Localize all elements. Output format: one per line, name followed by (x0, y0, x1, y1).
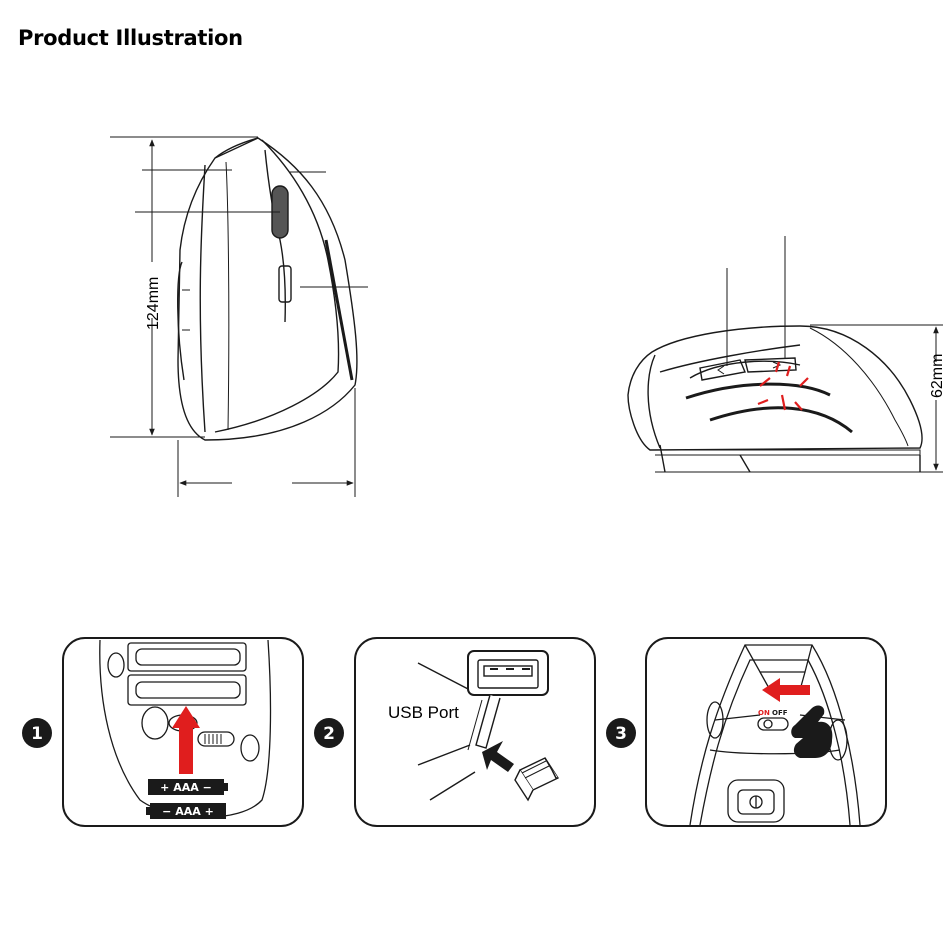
switch-on-label: ON (758, 709, 770, 717)
battery-top-icon: + AAA − (148, 779, 228, 795)
step-1-number: 1 (31, 724, 43, 744)
side-led-indicator (758, 362, 808, 410)
step-3-number-badge: 3 (606, 718, 636, 748)
usb-port-label: USB Port (388, 703, 459, 722)
mouse-side-view (628, 326, 930, 472)
switch-off-label: OFF (772, 709, 788, 717)
step-2-number-badge: 2 (314, 718, 344, 748)
battery-bottom-label: − AAA + (162, 805, 214, 818)
battery-bottom-icon: − AAA + (146, 803, 226, 819)
mouse-top-view (178, 138, 357, 440)
side-height-dimension-label: 62mm (929, 354, 946, 398)
step-3-number: 3 (615, 724, 627, 744)
battery-top-label: + AAA − (160, 781, 212, 794)
step-1-number-badge: 1 (22, 718, 52, 748)
side-view-dimension-lines (727, 236, 943, 472)
step-3-panel (646, 638, 886, 826)
step-2-number: 2 (323, 724, 335, 744)
height-dimension-label: 124mm (145, 277, 162, 330)
